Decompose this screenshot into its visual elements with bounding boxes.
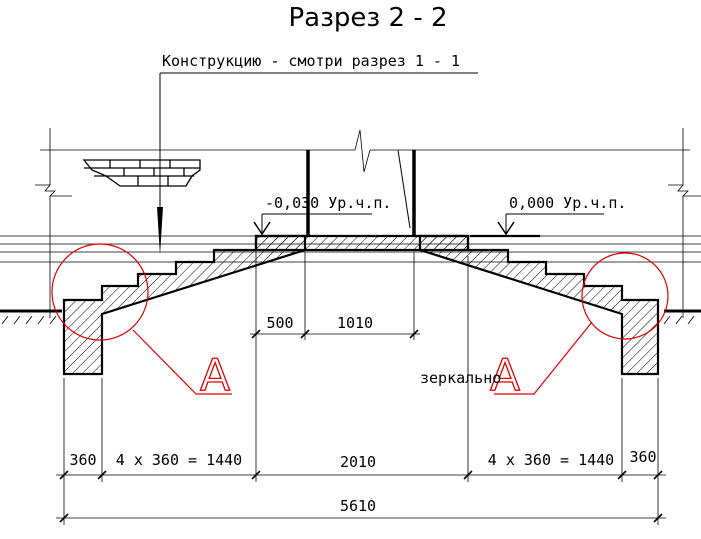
level-right-text: 0,000 Ур.ч.п.	[509, 194, 626, 212]
mirror-note: зеркально	[420, 369, 501, 387]
level-marker-left: -0,030 Ур.ч.п.	[253, 194, 391, 236]
upper-dimension-chain	[250, 252, 420, 340]
construction-note-text: Конструкцию - смотри разрез 1 - 1	[162, 52, 460, 70]
ground-lines	[0, 309, 701, 325]
top-slab	[254, 234, 470, 252]
dim-center: 2010	[340, 453, 376, 471]
right-stair-section	[418, 234, 660, 376]
dim-right-steps: 4 x 360 = 1440	[488, 451, 614, 469]
brick-symbol-icon	[82, 159, 201, 187]
extension-lines	[63, 256, 659, 525]
level-left-text: -0,030 Ур.ч.п.	[265, 194, 391, 212]
section-title: Разрез 2 - 2	[288, 3, 447, 33]
lower-dimension-chain	[56, 470, 666, 480]
construction-note: Конструкцию - смотри разрез 1 - 1	[157, 52, 478, 255]
dim-left-wall: 360	[69, 451, 96, 469]
break-line	[397, 149, 411, 229]
level-marker-right: 0,000 Ур.ч.п.	[470, 194, 626, 238]
dim-upper-b: 1010	[337, 314, 373, 332]
total-dimension	[56, 513, 666, 523]
dim-left-steps: 4 x 360 = 1440	[116, 451, 242, 469]
callout-right-letter: А	[490, 350, 520, 401]
callout-left	[51, 243, 232, 395]
dim-total: 5610	[340, 497, 376, 515]
left-stair-section	[62, 234, 307, 376]
dim-upper-a: 500	[266, 314, 293, 332]
dim-right-wall: 360	[629, 448, 656, 466]
railing-posts	[306, 150, 416, 236]
callout-right	[494, 252, 669, 395]
callout-left-letter: А	[200, 350, 230, 401]
